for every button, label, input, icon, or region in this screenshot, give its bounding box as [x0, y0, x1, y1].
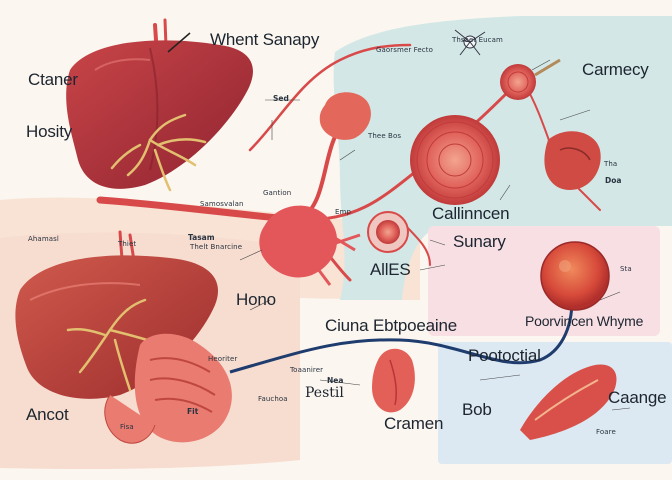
fine-text-13: Sta: [620, 265, 632, 273]
nea-label: Nea: [327, 376, 344, 385]
mid-title: AllES: [370, 260, 411, 279]
sunary-organ: [540, 241, 610, 311]
left-title-2: Hosity: [26, 122, 73, 141]
top-center-organ: [319, 92, 371, 140]
fine-text-14: Tha: [604, 160, 618, 168]
fine-text-2: Gaorsmer Fecto: [376, 46, 433, 54]
fine-text-12: Toaanirer: [290, 366, 324, 374]
fine-text-16: Foare: [596, 428, 616, 436]
fine-text-11: Fauchoa: [258, 395, 288, 403]
blue-tube: [229, 299, 574, 374]
left-title-1: Ctaner: [28, 70, 78, 89]
fine-text-6: Samosvalan: [200, 200, 244, 208]
upper-nerves: [110, 113, 207, 192]
fine-text-1: Thsaet Eucam: [452, 36, 503, 44]
fine-text-9: Thelt Bnarcine: [190, 243, 243, 251]
pootoctial-title: Pootoctial: [468, 346, 541, 365]
fine-text-4: Gantion: [263, 189, 292, 197]
fine-text-10: Heoriter: [208, 355, 238, 363]
leader-lines: [239, 59, 631, 411]
upper-pointer: [167, 32, 191, 53]
right-title-1: Carmecy: [582, 60, 649, 79]
cramen-title: Cramen: [384, 414, 444, 433]
pestil-title: Pestil: [305, 385, 344, 401]
center-bottom-title: Ciuna Ebtpoeaine: [325, 316, 457, 335]
teal-panel: [333, 16, 672, 300]
fine-text-5: Emp: [335, 208, 351, 216]
middle-label: Hono: [236, 290, 276, 309]
fine-text-3: Thee Bos: [368, 132, 402, 140]
upper-liver: [66, 40, 253, 189]
fit-label: Fit: [187, 407, 199, 416]
center-title: Callinncen: [432, 204, 510, 223]
doa-label: Doa: [605, 176, 622, 185]
cramen-organ: [372, 348, 415, 413]
small-cell: [367, 211, 409, 253]
summary-footer: Poorvincen Whyme: [525, 313, 644, 329]
bob-title: Bob: [462, 400, 492, 419]
right-organ: [544, 131, 601, 190]
summary-title: Sunary: [453, 232, 506, 251]
sed-label: Sed: [273, 94, 289, 103]
top-title: Whent Sanapy: [210, 30, 320, 49]
central-organ: [259, 205, 361, 286]
caange-organ: [520, 364, 617, 440]
fine-text-7: Ahamasl: [28, 235, 59, 243]
large-cell: [410, 115, 500, 205]
fine-text-15: Fisa: [120, 423, 134, 431]
lower-nerves: [66, 298, 172, 392]
neuron: [454, 29, 486, 56]
left-title-3: Ancot: [26, 405, 69, 424]
caange-title: Caange: [608, 388, 667, 407]
lower-intestine: [104, 333, 232, 444]
fine-text-8: Thiet: [118, 240, 137, 248]
tasam-label: Tasam: [188, 233, 215, 242]
